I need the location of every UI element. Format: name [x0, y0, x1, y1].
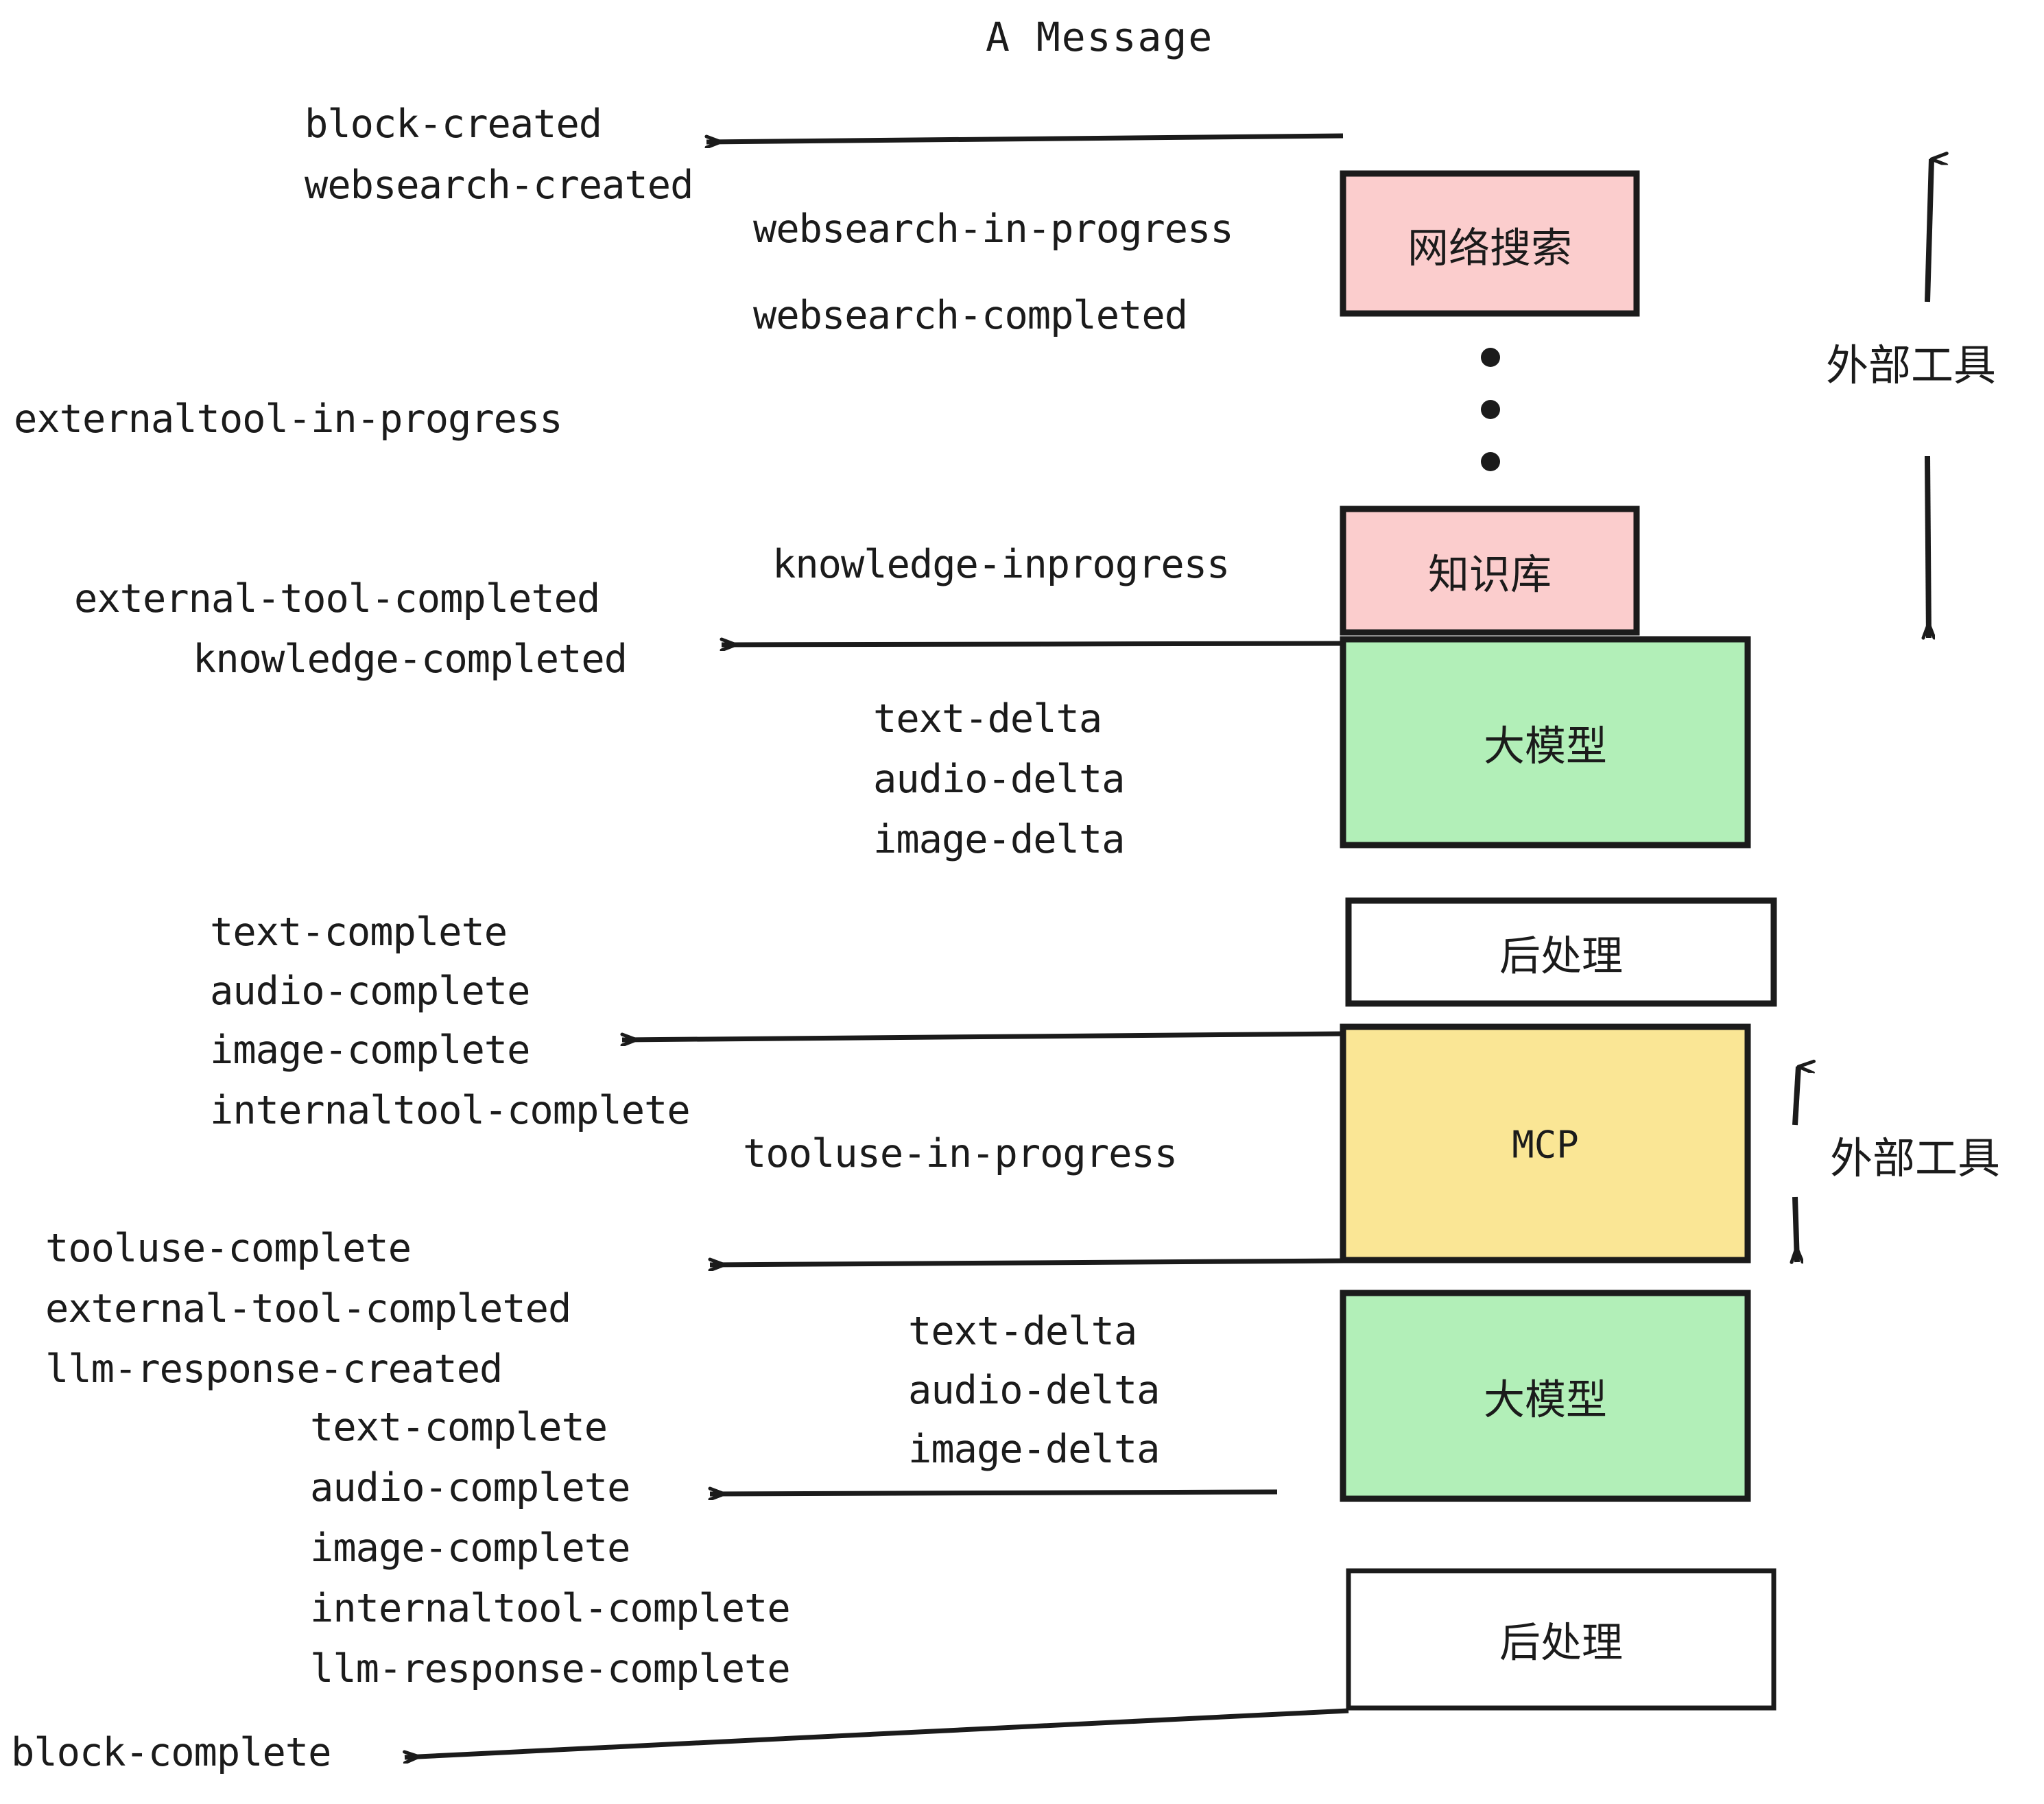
event-externaltool-in-progress: externaltool-in-progress [14, 396, 563, 442]
box-label-postprocess-1: 后处理 [1499, 932, 1623, 981]
event-text-delta-1: text-delta [873, 696, 1102, 741]
arrow-block-complete [405, 1708, 1349, 1757]
ellipsis-dot [1481, 348, 1500, 367]
event-internaltool-complete-2: internaltool-complete [310, 1586, 791, 1631]
ellipsis-dot [1481, 452, 1500, 471]
box-postprocess-1 [1345, 897, 1777, 1007]
side-label-external-tools-bottom: 外部工具 [1830, 1133, 2001, 1183]
arrow-audio-complete [710, 1492, 1278, 1494]
arrow-block-created [706, 133, 1344, 142]
event-llm-response-created: llm-response-created [45, 1346, 503, 1392]
event-image-complete-2: image-complete [310, 1526, 630, 1571]
event-websearch-completed: websearch-completed [753, 293, 1188, 338]
box-llm-1 [1340, 636, 1751, 848]
event-text-complete-1: text-complete [210, 910, 508, 955]
box-llm-2 [1340, 1290, 1751, 1502]
ellipsis-dot [1481, 400, 1500, 419]
box-label-knowledge: 知识库 [1428, 551, 1552, 600]
arrow-external-tools-bottom-up [1792, 1067, 1798, 1126]
event-tooluse-in-progress: tooluse-in-progress [743, 1131, 1178, 1176]
box-label-llm-1: 大模型 [1484, 722, 1607, 771]
event-block-complete: block-complete [11, 1730, 331, 1775]
arrow-knowledge-completed [722, 643, 1344, 645]
box-postprocess-2 [1346, 1568, 1776, 1711]
box-knowledge [1340, 506, 1640, 636]
event-audio-complete-2: audio-complete [310, 1465, 630, 1510]
event-text-delta-2: text-delta [908, 1309, 1137, 1354]
event-image-delta-1: image-delta [873, 817, 1125, 862]
event-external-tool-completed-1: external-tool-completed [74, 576, 600, 621]
side-label-external-tools-top: 外部工具 [1826, 340, 1997, 390]
event-knowledge-completed: knowledge-completed [193, 637, 628, 682]
event-llm-response-complete: llm-response-complete [310, 1646, 791, 1692]
event-websearch-created: websearch-created [305, 163, 693, 208]
arrow-external-tools-bottom-down [1795, 1196, 1797, 1262]
box-label-mcp: MCP [1512, 1123, 1579, 1167]
event-tooluse-complete: tooluse-complete [45, 1226, 412, 1271]
event-text-complete-2: text-complete [310, 1405, 608, 1450]
box-label-llm-2: 大模型 [1484, 1376, 1607, 1425]
event-internaltool-complete-1: internaltool-complete [210, 1088, 691, 1133]
arrow-external-tools-top-up [1925, 159, 1932, 302]
box-mcp [1340, 1023, 1751, 1263]
arrow-image-complete [622, 1031, 1345, 1040]
box-label-websearch: 网络搜索 [1407, 224, 1572, 273]
event-knowledge-inprogress: knowledge-inprogress [772, 542, 1230, 587]
event-audio-delta-2: audio-delta [908, 1368, 1160, 1413]
arrow-tooluse-complete [710, 1261, 1345, 1265]
event-external-tool-completed-2: external-tool-completed [45, 1286, 571, 1331]
diagram-title: A Message [986, 14, 1214, 60]
event-image-complete-1: image-complete [210, 1028, 530, 1073]
event-image-delta-2: image-delta [908, 1427, 1160, 1472]
event-websearch-in-progress: websearch-in-progress [753, 206, 1234, 252]
event-audio-delta-1: audio-delta [873, 757, 1125, 802]
box-websearch [1340, 170, 1640, 317]
box-label-postprocess-2: 后处理 [1499, 1619, 1623, 1667]
arrow-external-tools-top-down [1927, 455, 1929, 638]
event-block-created: block-created [305, 102, 602, 147]
event-audio-complete-1: audio-complete [210, 969, 530, 1014]
